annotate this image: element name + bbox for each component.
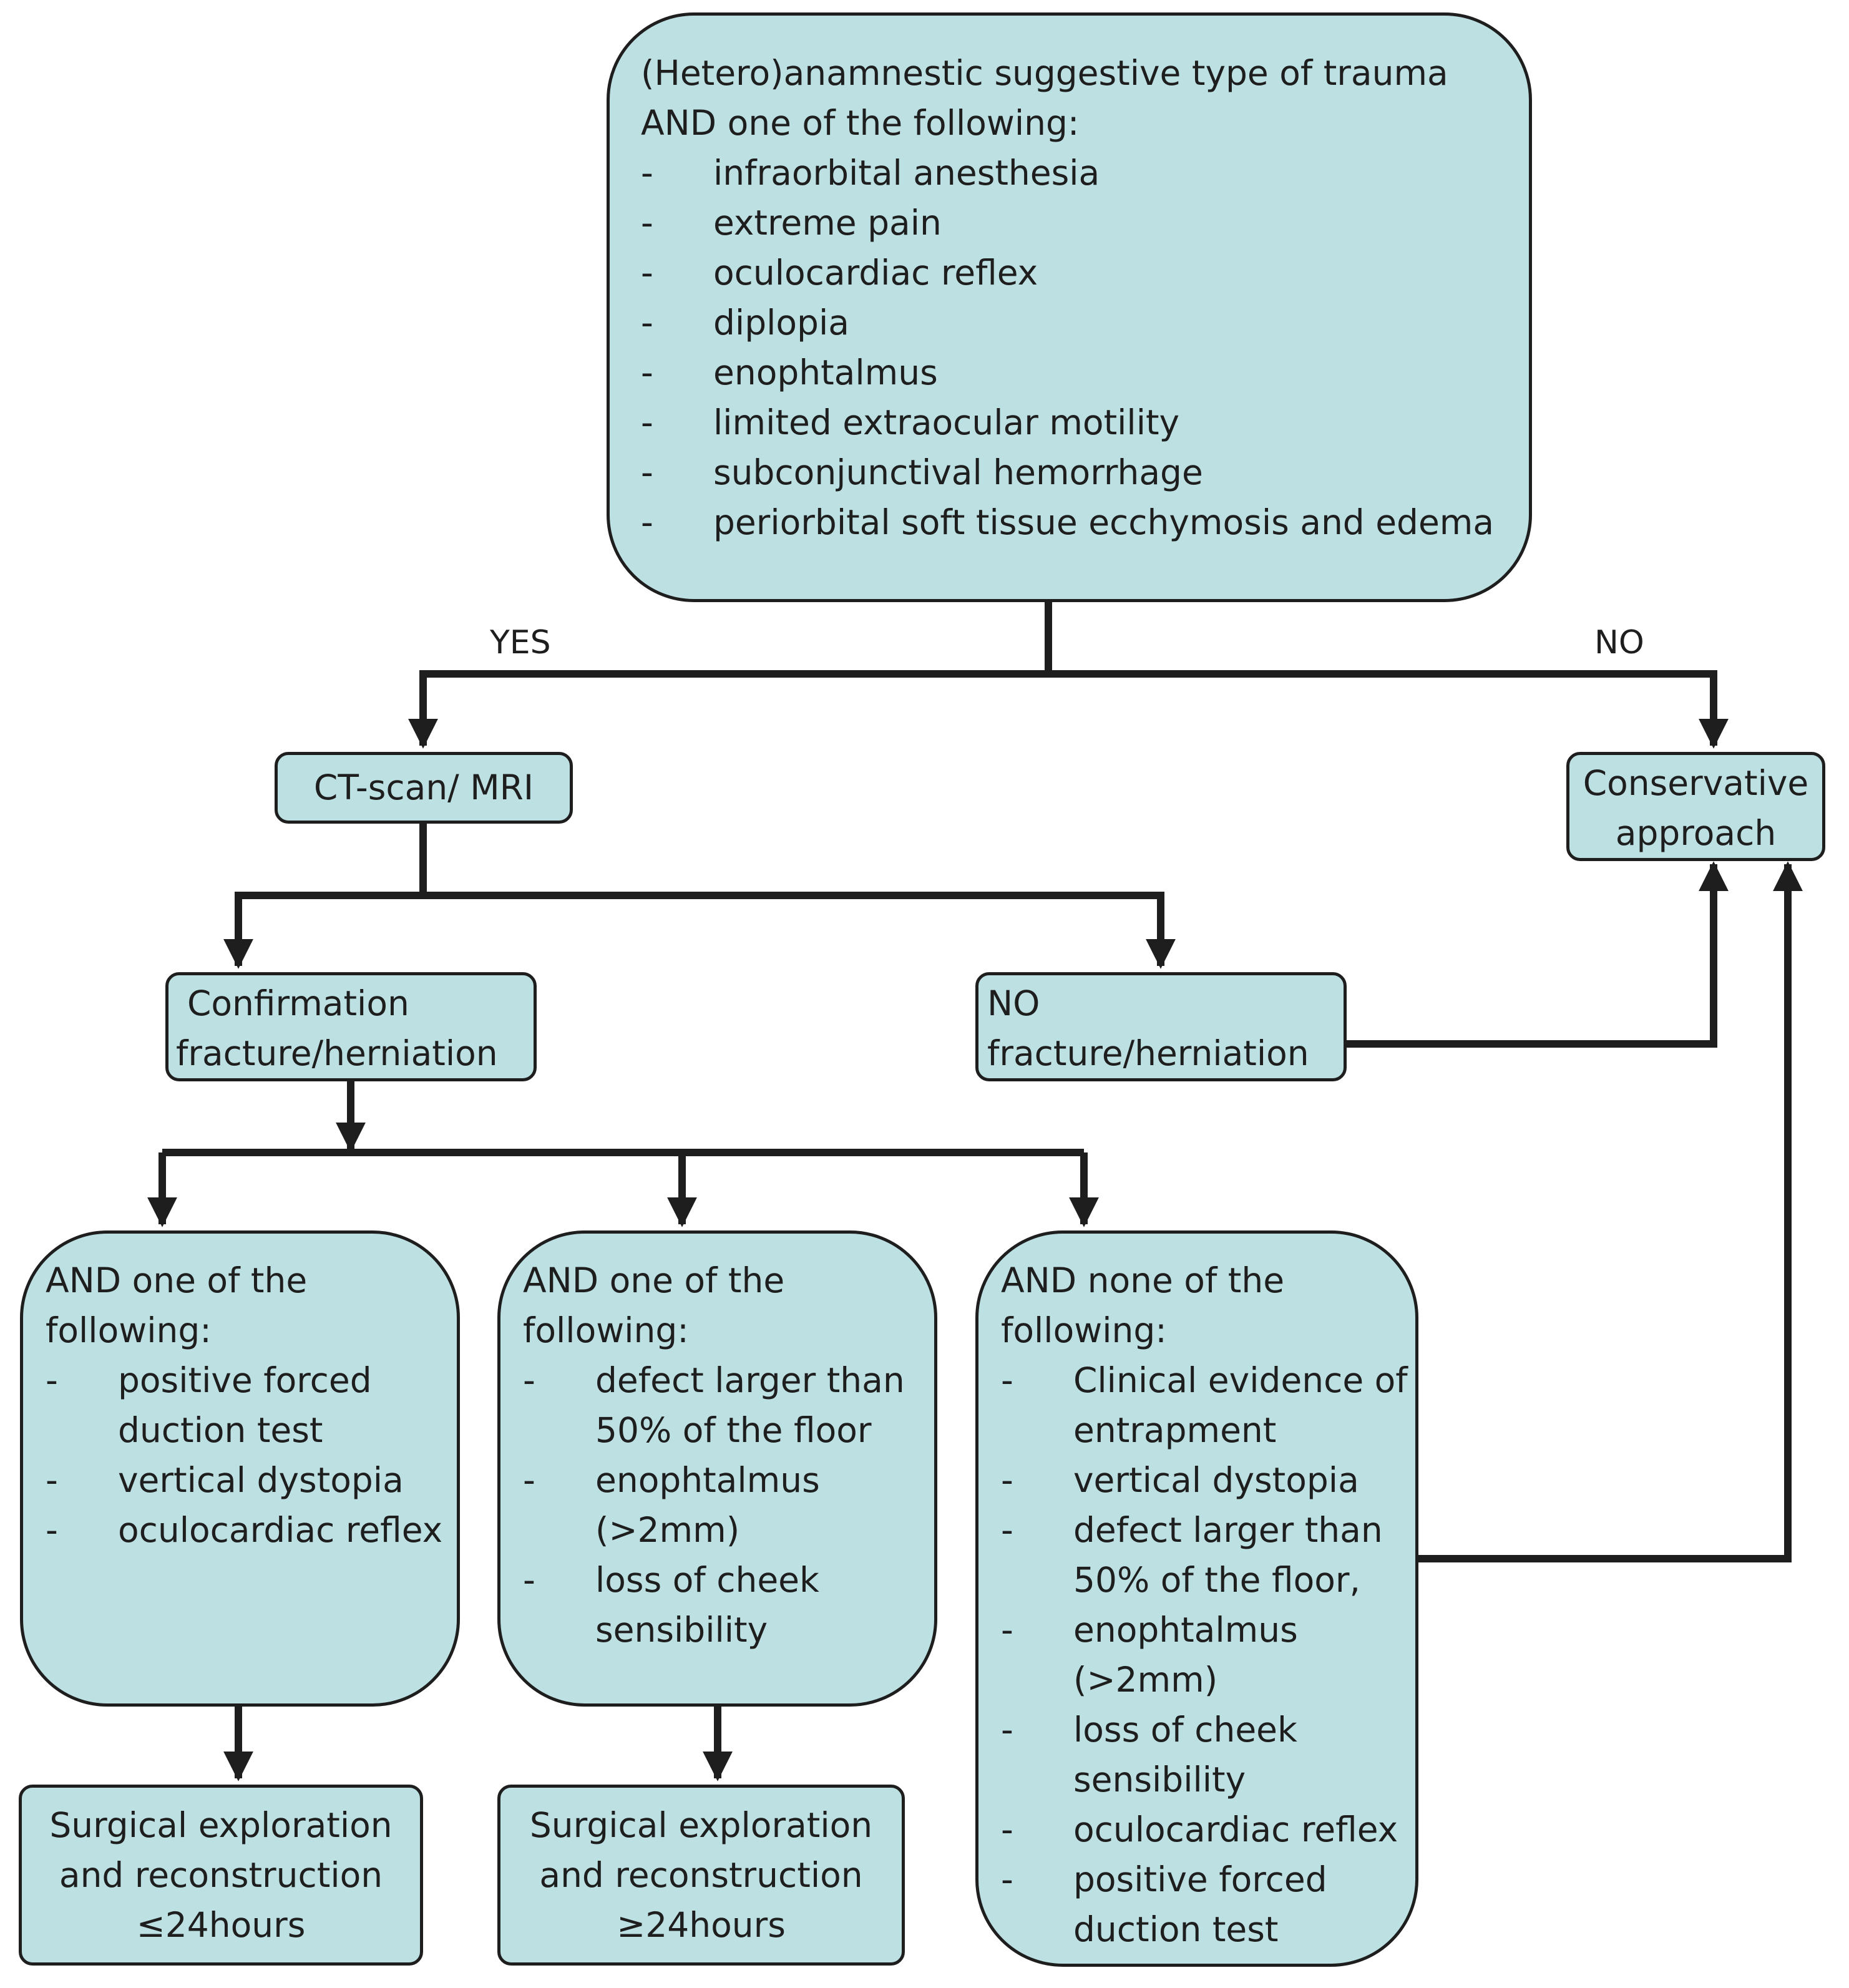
top-item: -infraorbital anesthesia xyxy=(641,148,1494,198)
no-label: NO xyxy=(1594,624,1644,661)
bullet-dash: - xyxy=(641,502,653,542)
top-item: -periorbital soft tissue ecchymosis and … xyxy=(641,497,1494,547)
surgery-within-24h-text: Surgical exploration and reconstruction … xyxy=(49,1805,393,1945)
top-heading-line-2: AND one of the following: xyxy=(641,103,1080,143)
bullet-dash: - xyxy=(1001,1859,1013,1899)
arrow-yes-to-ct xyxy=(408,670,1048,749)
ct-mri-box: CT-scan/ MRI xyxy=(275,752,573,824)
top-item: -enophtalmus xyxy=(641,348,1494,397)
top-criteria-box: (Hetero)anamnestic suggestive type of tr… xyxy=(607,12,1532,602)
bullet-dash: - xyxy=(46,1360,58,1400)
top-item: -oculocardiac reflex xyxy=(641,248,1494,298)
left-item: -oculocardiac reflex xyxy=(46,1505,442,1555)
bullet-dash: - xyxy=(523,1360,535,1400)
surgery-after-24h-text: Surgical exploration and reconstruction … xyxy=(529,1805,873,1945)
bullet-dash: - xyxy=(641,353,653,392)
conservative-approach-text: Conservative approach xyxy=(1583,763,1809,853)
arrow-ct-to-confirm xyxy=(223,892,423,969)
surgery-within-24h-box: Surgical exploration and reconstruction … xyxy=(19,1785,423,1966)
bullet-dash: - xyxy=(1001,1360,1013,1400)
middle-criteria-box: AND one of the following: -defect larger… xyxy=(497,1230,937,1707)
bullet-dash: - xyxy=(523,1560,535,1600)
left-criteria-text: AND one of the following: -positive forc… xyxy=(46,1255,442,1555)
right-criteria-box: AND none of the following: -Clinical evi… xyxy=(975,1230,1418,1967)
arrow-nofracture-to-conservative xyxy=(1345,861,1729,1048)
bullet-dash: - xyxy=(1001,1810,1013,1849)
top-item: -extreme pain xyxy=(641,198,1494,248)
right-criteria-text: AND none of the following: -Clinical evi… xyxy=(1001,1255,1408,1954)
bullet-dash: - xyxy=(1001,1710,1013,1750)
right-item: -enophtalmus(>2mm) xyxy=(1001,1605,1408,1705)
bullet-dash: - xyxy=(1001,1610,1013,1650)
bullet-dash: - xyxy=(46,1510,58,1550)
middle-criteria-text: AND one of the following: -defect larger… xyxy=(523,1255,905,1655)
arrow-ct-to-nofracture xyxy=(423,892,1176,969)
arrow-no-to-conservative xyxy=(1048,670,1729,749)
bullet-dash: - xyxy=(641,402,653,442)
bullet-dash: - xyxy=(1001,1460,1013,1500)
no-fracture-text: NO fracture/herniation xyxy=(987,983,1309,1073)
left-item: -vertical dystopia xyxy=(46,1455,442,1505)
top-item: -limited extraocular motility xyxy=(641,397,1494,447)
confirmation-box: Confirmation fracture/herniation xyxy=(165,972,537,1081)
bullet-dash: - xyxy=(641,303,653,343)
conservative-approach-box: Conservative approach xyxy=(1566,752,1825,861)
bullet-dash: - xyxy=(641,253,653,293)
arrow-right-criteria-to-conservative xyxy=(1417,861,1803,1562)
bullet-dash: - xyxy=(523,1460,535,1500)
bullet-dash: - xyxy=(641,452,653,492)
right-item: -vertical dystopia xyxy=(1001,1455,1408,1505)
yes-label: YES xyxy=(490,624,551,661)
top-item: -diplopia xyxy=(641,298,1494,348)
top-heading-line-1: (Hetero)anamnestic suggestive type of tr… xyxy=(641,53,1448,93)
bullet-dash: - xyxy=(641,203,653,243)
bullet-dash: - xyxy=(46,1460,58,1500)
confirmation-text: Confirmation fracture/herniation xyxy=(176,983,498,1073)
left-criteria-box: AND one of the following: -positive forc… xyxy=(20,1230,460,1707)
top-item: -subconjunctival hemorrhage xyxy=(641,447,1494,497)
bullet-dash: - xyxy=(1001,1510,1013,1550)
middle-item: -enophtalmus(>2mm) xyxy=(523,1455,905,1555)
bullet-dash: - xyxy=(641,153,653,193)
ct-mri-label: CT-scan/ MRI xyxy=(313,767,534,807)
surgery-after-24h-box: Surgical exploration and reconstruction … xyxy=(497,1785,905,1966)
no-fracture-box: NO fracture/herniation xyxy=(975,972,1347,1081)
top-criteria-text: (Hetero)anamnestic suggestive type of tr… xyxy=(641,48,1494,547)
right-item: -oculocardiac reflex xyxy=(1001,1805,1408,1854)
